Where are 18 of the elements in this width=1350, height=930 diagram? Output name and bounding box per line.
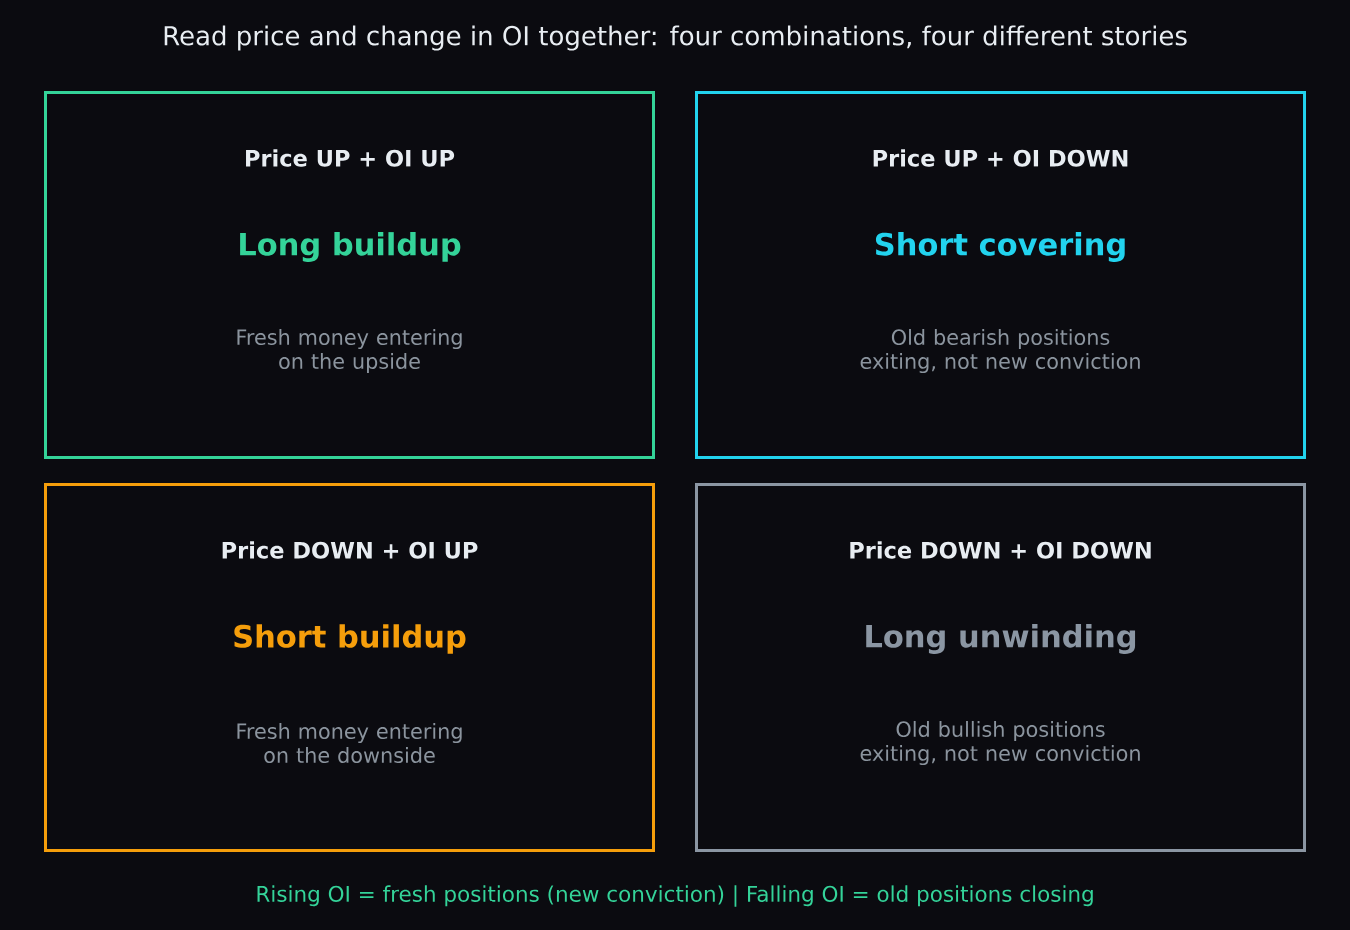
card-heading: Price UP + OI DOWN [873,149,1128,167]
caption: Rising OI = fresh positions (new conviction) | Falling OI = old positions closing [257,885,1093,907]
card-heading: Price DOWN + OI DOWN [850,541,1151,559]
quadrant-card [695,483,1306,852]
card-title: Long unwinding [866,624,1136,654]
card-description: Old bearish positions exiting, not new conviction [860,328,1140,374]
card-description: Fresh money entering on the downside [237,722,462,764]
quadrant-card [695,91,1306,459]
card-title: Short covering [875,232,1125,262]
card-description: Fresh money entering on the upside [237,328,462,374]
card-heading: Price DOWN + OI UP [222,541,478,559]
card-title: Short buildup [234,624,466,654]
card-heading: Price UP + OI UP [246,149,455,167]
card-title: Long buildup [240,232,461,262]
diagram-title: Read price and change in OI together: four combinations, four different stories [164,25,1187,51]
card-description: Old bullish positions exiting, not new conviction [860,720,1140,766]
quadrant-card [44,483,655,852]
quadrant-card [44,91,655,459]
